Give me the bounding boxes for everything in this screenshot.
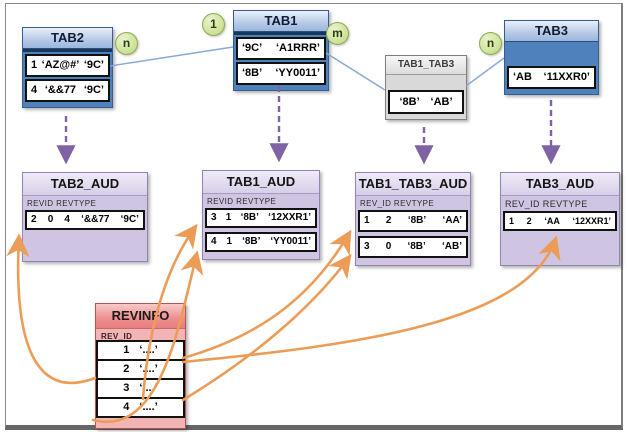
table-tab1-title: TAB1 — [234, 11, 328, 32]
cell: 4 — [211, 236, 217, 247]
table-row: 2 0 4 ‘&&77 ‘9C’ — [25, 210, 145, 230]
cell: ‘YY0011’ — [270, 236, 311, 247]
cell: 4 — [123, 401, 130, 413]
table-tab1-aud: TAB1_AUD REVID REVTYPE 3 1 ‘8B’ ‘12XXR1’… — [202, 170, 320, 260]
table-row: ‘9C’ ‘A1RRR’ — [236, 37, 326, 60]
cell: ‘8B’ — [407, 215, 427, 226]
entity-to-audit-arrows — [56, 86, 561, 165]
table-tab2-title: TAB2 — [23, 28, 112, 49]
cell: ‘8B’ — [242, 236, 261, 247]
cell: ‘9C’ — [120, 214, 139, 225]
multiplicity-badge-n-tab2: n — [115, 32, 138, 55]
column-header: REV_ID REVTYPE — [505, 199, 588, 209]
column-header: REV_ID REVTYPE — [360, 199, 435, 208]
cell: ‘....’ — [139, 382, 158, 394]
table-tab2-aud-title: TAB2_AUD — [23, 173, 147, 196]
cell: 1 — [225, 212, 232, 223]
column-header: REVID REVTYPE — [27, 199, 97, 208]
cell: ‘AA’ — [442, 215, 462, 226]
cell: 2 — [123, 363, 130, 375]
cell: ‘9C’ — [242, 42, 263, 54]
cell: 3 — [123, 382, 130, 394]
cell: ‘8B’ — [407, 241, 426, 252]
spacer — [386, 75, 466, 90]
table-row: 1 2 ‘8B’ ‘AA’ — [358, 210, 468, 232]
cell: 0 — [47, 214, 54, 225]
cell: ‘12XXR1’ — [268, 212, 311, 223]
cell: ‘12XXR1’ — [572, 216, 611, 226]
table-row: ‘8B’ ‘YY0011’ — [236, 62, 326, 85]
table-row: 1 ‘....’ — [96, 340, 185, 361]
table-row: 2 ‘....’ — [96, 359, 185, 380]
multiplicity-badge-1-tab1: 1 — [202, 13, 225, 36]
cell: ‘A1RRR’ — [275, 42, 320, 54]
multiplicity-badge-m-tab1: m — [326, 22, 349, 45]
cell: 4 — [64, 214, 70, 225]
table-row: 4 ‘&&77 ‘9C’ — [25, 79, 110, 102]
table-tab1-aud-title: TAB1_AUD — [203, 171, 319, 194]
cell: ‘....’ — [139, 363, 158, 375]
table-revinfo-title: REVINFO — [96, 304, 185, 329]
table-row: 3 1 ‘8B’ ‘12XXR1’ — [205, 208, 317, 228]
divider — [23, 49, 112, 52]
cell: ‘9C’ — [83, 59, 104, 71]
relation-line-join-tab3 — [465, 57, 505, 87]
table-revinfo: REVINFO REV_ID 1 ‘....’ 2 ‘....’ 3 ‘....… — [95, 303, 186, 429]
cell: ‘AZ@#’ — [41, 59, 80, 71]
cell: 0 — [385, 241, 392, 252]
table-tab1-tab3-title: TAB1_TAB3 — [386, 56, 466, 75]
cell: ‘11XXR0’ — [543, 71, 590, 83]
table-row: 3 ‘....’ — [96, 378, 185, 399]
cell: 2 — [526, 216, 532, 226]
cell: 1 — [226, 236, 233, 247]
table-tab3-aud: TAB3_AUD REV_ID REVTYPE 1 2 ‘AA ‘12XXR1’ — [500, 172, 620, 266]
multiplicity-badge-n-tab3: n — [479, 32, 502, 55]
cell: ‘8B’ — [242, 67, 263, 79]
table-tab1-tab3-aud-title: TAB1_TAB3_AUD — [356, 173, 470, 196]
table-row: 3 0 ‘8B’ ‘AB’ — [358, 236, 468, 258]
table-tab1-tab3-aud: TAB1_TAB3_AUD REV_ID REVTYPE 1 2 ‘8B’ ‘A… — [355, 172, 471, 266]
table-row: 1 ‘AZ@#’ ‘9C’ — [25, 54, 110, 77]
table-row: 4 ‘....’ — [96, 397, 185, 418]
cell: ‘8B’ — [399, 96, 420, 108]
divider — [234, 32, 328, 35]
cell: ‘&&77 — [44, 84, 77, 96]
table-row: 4 1 ‘8B’ ‘YY0011’ — [205, 232, 317, 252]
cell: ‘9C’ — [83, 84, 104, 96]
cell: 1 — [123, 344, 130, 356]
table-tab1-tab3: TAB1_TAB3 ‘8B’ ‘AB’ — [385, 55, 467, 120]
cell: 1 — [509, 216, 515, 226]
cell: ‘AB’ — [430, 96, 453, 108]
cell: ‘AB’ — [441, 241, 462, 252]
table-tab3-title: TAB3 — [505, 21, 598, 42]
cell: 1 — [364, 215, 370, 226]
cell: 3 — [211, 212, 217, 223]
table-tab3: TAB3 ‘AB ‘11XXR0’ — [504, 20, 599, 95]
table-tab1: TAB1 ‘9C’ ‘A1RRR’ ‘8B’ ‘YY0011’ — [233, 10, 329, 91]
relation-line-tab1-join — [325, 52, 386, 91]
table-row: ‘AB ‘11XXR0’ — [507, 66, 596, 89]
table-row: ‘8B’ ‘AB’ — [388, 90, 464, 114]
arrow-rev3-to-joinaud — [181, 253, 352, 402]
cell: ‘AA — [544, 216, 560, 226]
cell: 2 — [385, 215, 392, 226]
cell: ‘YY0011’ — [275, 67, 320, 79]
cell: 3 — [364, 241, 370, 252]
cell: ‘8B’ — [240, 212, 259, 223]
cell: ‘&&77 — [81, 214, 110, 225]
cell: ‘AB — [513, 71, 532, 83]
table-tab2-aud: TAB2_AUD REVID REVTYPE 2 0 4 ‘&&77 ‘9C’ — [22, 172, 148, 262]
column-header: REVID REVTYPE — [207, 197, 277, 206]
table-tab3-aud-title: TAB3_AUD — [501, 173, 619, 196]
cell: ‘....’ — [139, 344, 158, 356]
cell: 4 — [31, 84, 38, 96]
cell: ‘....’ — [139, 401, 158, 413]
cell: 2 — [31, 214, 37, 225]
cell: 1 — [31, 59, 38, 71]
table-row: 1 2 ‘AA ‘12XXR1’ — [503, 211, 617, 231]
table-tab2: TAB2 1 ‘AZ@#’ ‘9C’ 4 ‘&&77 ‘9C’ — [22, 27, 113, 108]
